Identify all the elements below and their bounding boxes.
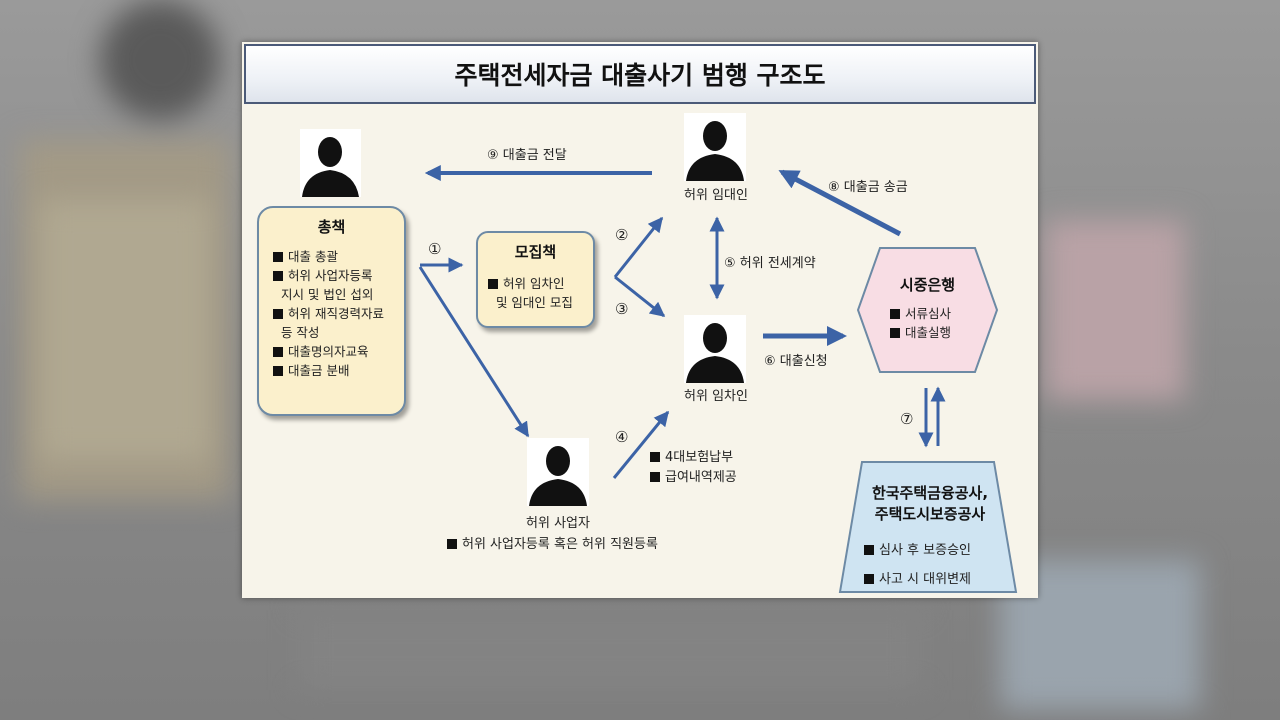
business-label: 허위 사업자 [526,516,590,531]
landlord-label: 허위 임대인 [684,188,748,203]
recruiter-item: 허위 임차인 및 임대인 모집 [488,274,589,312]
step-8-label: ⑧ 대출금 송금 [828,180,908,195]
step-5-label: ⑤ 허위 전세계약 [724,256,816,271]
step-1-label: ① [428,240,442,258]
bank-item: 서류심사 [890,304,951,323]
recruiter-title: 모집책 [514,243,557,261]
boss-item: 허위 재직경력자료 등 작성 [273,304,398,342]
bank-items: 서류심사 대출실행 [890,304,951,342]
bank-item: 대출실행 [890,323,951,342]
step-4-item: 4대보험납부 [650,446,733,465]
step-2-label: ② [615,226,629,244]
diagram-title: 주택전세자금 대출사기 범행 구조도 [244,44,1036,104]
step-4-item: 급여내역제공 [650,466,737,485]
guarantor-item: 심사 후 보증승인 [864,539,971,558]
step-9-label: ⑨ 대출금 전달 [487,148,567,163]
guarantor-title-line1: 한국주택금융공사, [871,484,989,502]
recruiter-box: 모집책 허위 임차인 및 임대인 모집 [476,231,595,328]
boss-item: 대출명의자교육 [273,342,398,361]
boss-box: 총책 대출 총괄 허위 사업자등록 지시 및 법인 섭외 허위 재직경력자료 등… [257,206,406,416]
bank-title: 시중은행 [899,276,956,294]
guarantor-item: 사고 시 대위변제 [864,568,971,587]
guarantor-title-line2: 주택도시보증공사 [874,505,986,523]
boss-item: 대출금 분배 [273,361,398,380]
step-3-label: ③ [615,300,629,318]
step-7-label: ⑦ [900,410,914,428]
step-4-label: ④ [615,428,629,446]
boss-item: 대출 총괄 [273,247,398,266]
tenant-label: 허위 임차인 [684,389,748,404]
boss-item: 허위 사업자등록 지시 및 법인 섭외 [273,266,398,304]
business-item: 허위 사업자등록 혹은 허위 직원등록 [447,533,658,552]
step-6-label: ⑥ 대출신청 [764,354,828,369]
boss-title: 총책 [317,218,346,236]
